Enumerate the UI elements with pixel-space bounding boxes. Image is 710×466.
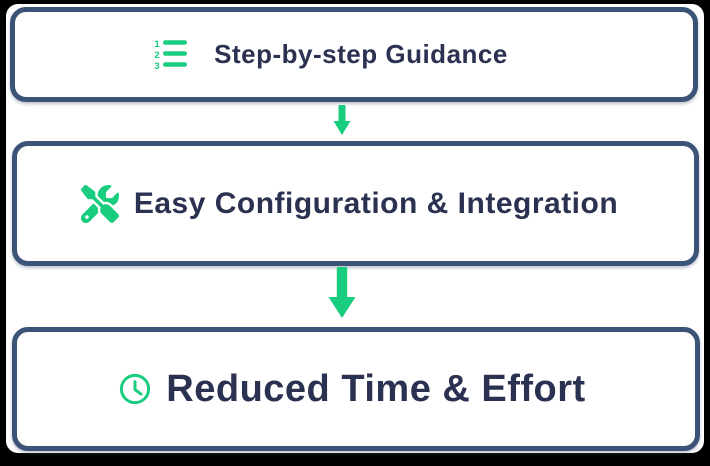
numbered-list-icon: 1 2 3 — [152, 38, 188, 71]
step-label: Reduced Time & Effort — [166, 367, 586, 410]
step-box-reduced-time: Reduced Time & Effort — [12, 327, 700, 451]
step-content-row: Reduced Time & Effort — [118, 368, 585, 411]
step-content-row: Easy Configuration & Integration — [80, 184, 619, 223]
step-label: Easy Configuration & Integration — [133, 186, 619, 220]
list-number-2: 2 — [155, 50, 160, 61]
down-arrow-icon — [327, 267, 357, 318]
step-label: Step-by-step Guidance — [214, 39, 508, 69]
list-number-3: 3 — [155, 61, 160, 71]
clock-icon — [118, 372, 152, 406]
screwdriver-wrench-icon — [80, 184, 119, 223]
step-content-row: 1 2 3 Step-by-step Guidance — [152, 38, 508, 71]
down-arrow-icon — [332, 105, 352, 135]
step-box-configuration: Easy Configuration & Integration — [12, 141, 699, 266]
list-number-1: 1 — [155, 39, 161, 50]
step-box-guidance: 1 2 3 Step-by-step Guidance — [10, 7, 698, 102]
